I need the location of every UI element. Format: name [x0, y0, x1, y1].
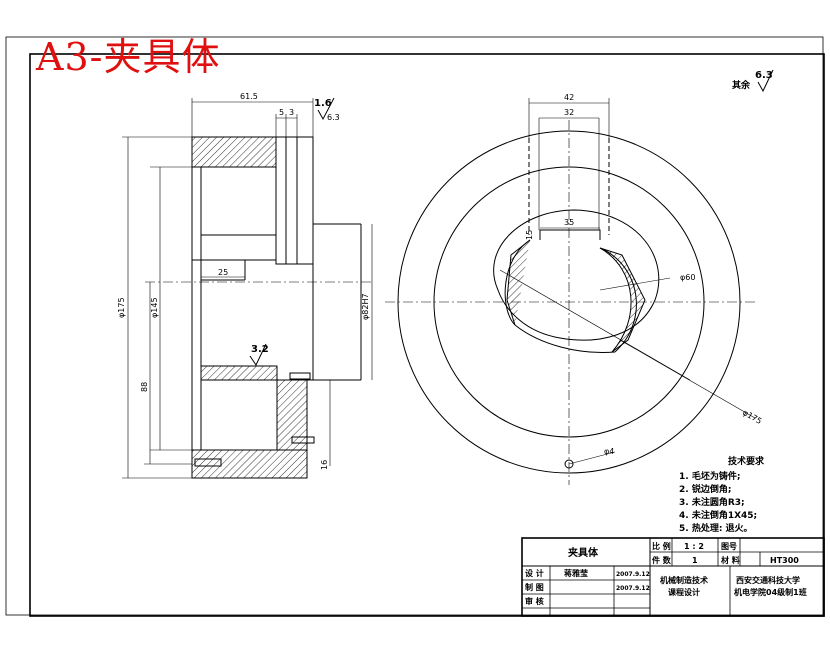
tech-req-item-4: 4. 未注倒角1X45;: [679, 509, 757, 521]
dia-60-label: φ60: [680, 273, 695, 282]
tech-req-item-1: 1. 毛坯为铸件;: [679, 470, 740, 482]
roughness-3-2: 3.2: [251, 344, 269, 355]
dim-88: 88: [140, 382, 149, 392]
drawing-no-label: 图号: [721, 542, 737, 551]
school-line-1: 西安交通科技大学: [736, 575, 800, 585]
scale-label: 比 例: [652, 541, 671, 551]
designer-name: 蒋雅莹: [564, 568, 588, 578]
tech-req-item-3: 3. 未注圆角R3;: [679, 496, 745, 508]
front-view: [385, 69, 774, 485]
sheet-title: A3-夹具体: [36, 35, 221, 79]
drawing-label: 制 图: [525, 582, 544, 592]
roughness-1-6: 1.6: [314, 98, 332, 109]
outer-frame: [5, 36, 824, 616]
dim-16: 16: [320, 460, 329, 470]
roughness-other-value: 6.3: [755, 70, 773, 81]
section-view: [122, 97, 373, 479]
dim-61-5: 61.5: [240, 92, 258, 101]
dia-145-label: φ145: [150, 297, 159, 318]
review-label: 审 核: [525, 596, 544, 606]
school-line-2: 机电学院04级制1班: [734, 587, 807, 597]
roughness-other-label: 其余: [732, 79, 751, 91]
drawing-date: 2007.9.12: [616, 585, 650, 592]
scale-value: 1 : 2: [684, 542, 704, 551]
dim-25: 25: [218, 268, 228, 277]
dim-15: 15: [525, 230, 534, 240]
design-date: 2007.9.12: [616, 571, 650, 578]
tech-req-item-5: 5. 热处理: 退火。: [679, 522, 753, 534]
dim-5: 5: [279, 108, 284, 117]
course-title-2: 课程设计: [668, 587, 700, 597]
tech-req-item-2: 2. 锐边倒角;: [679, 483, 731, 495]
title-block: [521, 537, 825, 617]
material-value: HT300: [770, 556, 799, 565]
inner-frame: [29, 53, 825, 617]
dim-35: 35: [564, 218, 574, 227]
dia-175-label: φ175: [117, 297, 126, 318]
technical-requirements: 技术要求 1. 毛坯为铸件; 2. 锐边倒角; 3. 未注圆角R3; 4. 未注…: [679, 455, 765, 534]
tech-req-title: 技术要求: [728, 455, 765, 467]
dim-32: 32: [564, 108, 574, 117]
dia-82h7-label: φ82H7: [361, 293, 370, 320]
roughness-6-3: 6.3: [327, 113, 340, 122]
dia-175-front-label: φ175: [741, 408, 763, 426]
course-title-1: 机械制造技术: [660, 575, 708, 585]
dim-42: 42: [564, 93, 574, 102]
count-label: 件 数: [652, 555, 672, 565]
material-label: 材 料: [721, 555, 740, 565]
count-value: 1: [692, 556, 698, 565]
part-name: 夹具体: [568, 546, 599, 559]
dia-4-label: φ4: [604, 447, 614, 456]
dim-3: 3: [289, 108, 294, 117]
design-label: 设 计: [525, 568, 544, 578]
